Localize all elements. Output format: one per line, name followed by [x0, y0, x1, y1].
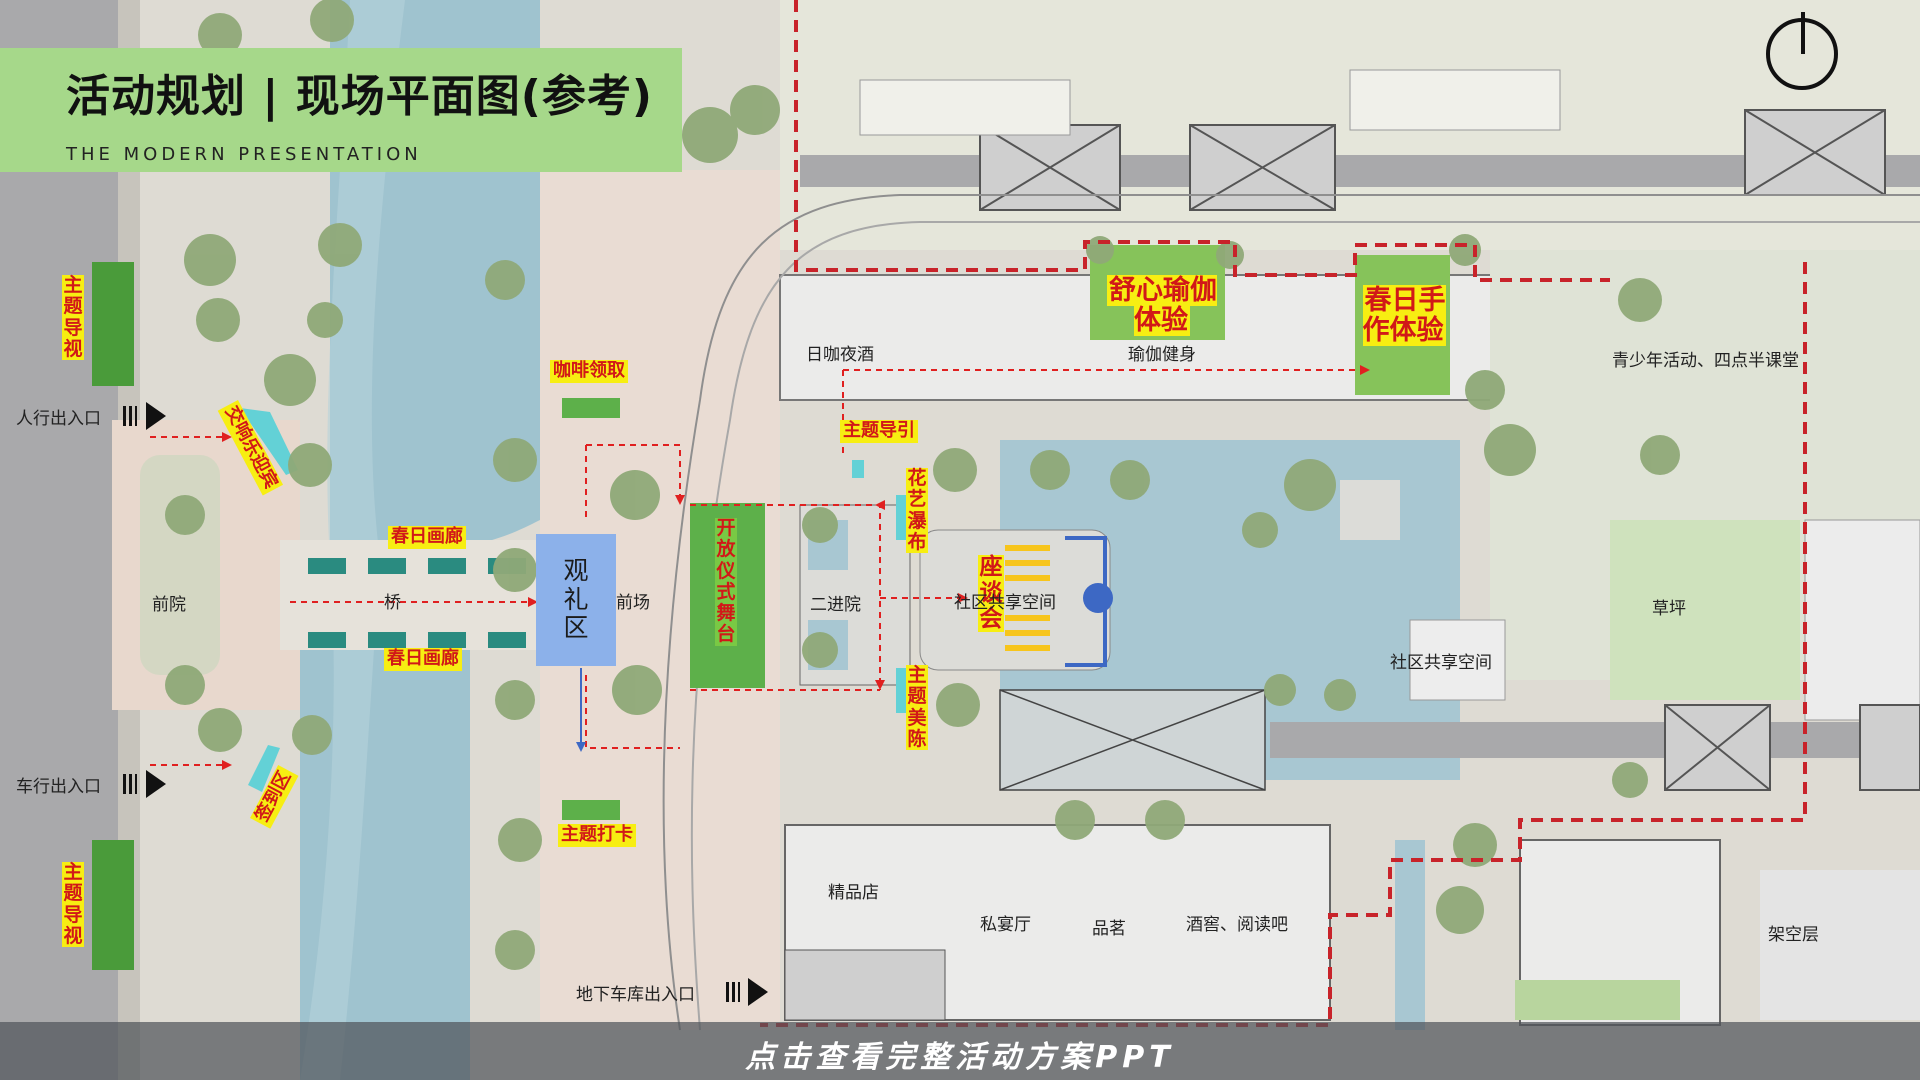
front-plaza-label: 前场: [616, 593, 650, 613]
tea-room-label: 品茗: [1092, 919, 1126, 939]
vehicle-entry-bars: [123, 774, 137, 794]
photo-checkin-tag: 主题打卡: [558, 824, 636, 847]
pedestrian-entry-bars: [123, 406, 137, 426]
private-dining-label: 私宴厅: [980, 915, 1031, 935]
open-stage-tag: 开放仪式舞台: [715, 517, 737, 646]
cafe-bar-label: 日咖夜酒: [806, 345, 874, 365]
entry-arrow-icon: [748, 978, 768, 1006]
forum-tag: 座谈会: [978, 554, 1004, 633]
theme-guide-tag-bottom: 主题导视: [62, 861, 84, 948]
theme-guidance-tag: 主题导引: [840, 420, 918, 443]
community-space-label: 社区共享空间: [1390, 653, 1492, 673]
spring-gallery-tag-bottom: 春日画廊: [384, 648, 462, 671]
theme-display-tag: 主题美陈: [906, 664, 928, 751]
garage-entry-bars: [726, 982, 740, 1002]
title-panel: 活动规划 | 现场平面图(参考) THE MODERN PRESENTATION: [0, 48, 682, 172]
community-space-inner-label: 社区共享空间: [954, 593, 1056, 613]
yoga-gym-label: 瑜伽健身: [1128, 345, 1196, 365]
pedestrian-entry-label: 人行出入口: [16, 409, 101, 429]
entry-arrow-icon: [146, 402, 166, 430]
youth-activity-label: 青少年活动、四点半课堂: [1612, 351, 1799, 371]
yoga-experience-text: 舒心瑜伽体验: [1107, 275, 1217, 337]
boutique-label: 精品店: [828, 883, 879, 903]
view-full-plan-link[interactable]: 点击查看完整活动方案PPT: [745, 1040, 1175, 1075]
spring-craft-tag: 春日手作体验: [1360, 285, 1448, 347]
front-court-label: 前院: [152, 595, 186, 615]
compass-needle: [1801, 12, 1805, 54]
yoga-experience-tag: 舒心瑜伽体验: [1102, 275, 1222, 337]
second-court-label: 二进院: [810, 595, 861, 615]
wine-reading-label: 酒窖、阅读吧: [1186, 915, 1288, 935]
coffee-pickup-tag: 咖啡领取: [550, 360, 628, 383]
spring-craft-text: 春日手作体验: [1362, 285, 1446, 347]
garage-entry-label: 地下车库出入口: [576, 985, 695, 1005]
bridge-label: 桥: [384, 593, 401, 613]
spring-gallery-tag-top: 春日画廊: [388, 526, 466, 549]
entry-arrow-icon: [146, 770, 166, 798]
vehicle-entry-label: 车行出入口: [16, 777, 101, 797]
theme-guide-tag-top: 主题导视: [62, 274, 84, 361]
ceremony-viewing-area: 观礼区: [536, 534, 616, 666]
lawn-label: 草坪: [1652, 599, 1686, 619]
page-title: 活动规划 | 现场平面图(参考): [66, 71, 653, 122]
flower-waterfall-tag: 花艺瀑布: [906, 467, 928, 554]
ceremony-area-label: 观礼区: [563, 555, 589, 643]
page-subtitle: THE MODERN PRESENTATION: [66, 144, 422, 165]
footer-bar[interactable]: 点击查看完整活动方案PPT: [0, 1022, 1920, 1080]
open-floor-label: 架空层: [1768, 925, 1819, 945]
